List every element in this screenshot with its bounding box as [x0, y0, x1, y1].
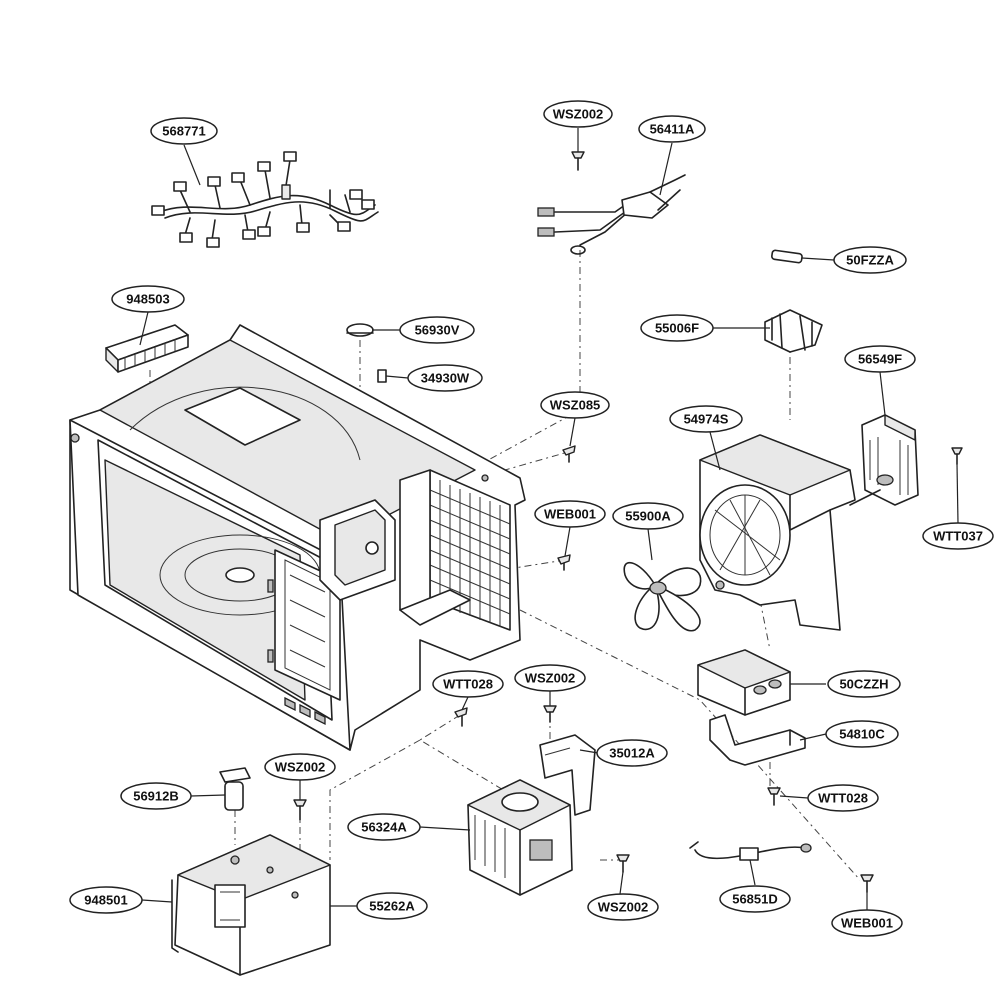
screw-wtt028-right [767, 787, 781, 806]
label-948503: 948503 [111, 285, 185, 313]
label-web001-bottom: WEB001 [831, 909, 903, 937]
screw-top [571, 151, 585, 171]
svg-text:35012A: 35012A [609, 746, 655, 761]
fuse [771, 249, 803, 264]
svg-text:56930V: 56930V [415, 323, 460, 338]
screw-wtt028-left [454, 707, 468, 727]
svg-text:55006F: 55006F [655, 321, 699, 336]
label-wsz085: WSZ085 [540, 391, 610, 419]
label-55262A: 55262A [356, 892, 428, 920]
fan-blade [623, 561, 702, 632]
label-56324A: 56324A [347, 813, 421, 841]
svg-text:WSZ002: WSZ002 [553, 107, 604, 122]
label-56930V: 56930V [399, 316, 475, 344]
svg-text:54810C: 54810C [839, 727, 885, 742]
svg-text:54974S: 54974S [684, 412, 729, 427]
fan-duct [699, 434, 856, 631]
screw-wsz002-left [293, 799, 307, 821]
leader-lines [139, 128, 959, 910]
svg-text:WTT028: WTT028 [443, 677, 493, 692]
transformer [171, 834, 331, 976]
cavity-chassis [69, 324, 526, 751]
label-50CZZH: 50CZZH [827, 670, 901, 698]
svg-text:50CZZH: 50CZZH [839, 677, 888, 692]
small-fuse-clip [377, 369, 387, 383]
label-wsz002-mid: WSZ002 [514, 664, 586, 692]
diode-bracket [849, 414, 919, 506]
svg-text:50FZZA: 50FZZA [846, 253, 894, 268]
label-wtt028-left: WTT028 [432, 670, 504, 698]
magnetron-bracket [539, 734, 596, 816]
svg-text:55900A: 55900A [625, 509, 671, 524]
wire-harness [151, 151, 379, 248]
label-56411A: 56411A [638, 115, 706, 143]
label-wsz002-top: WSZ002 [543, 100, 613, 128]
svg-text:WSZ002: WSZ002 [275, 760, 326, 775]
label-55900A: 55900A [612, 502, 684, 530]
label-50FZZA: 50FZZA [833, 246, 907, 274]
screw-wtt037 [951, 447, 963, 465]
svg-text:WTT028: WTT028 [818, 791, 868, 806]
screw-web001-mid [557, 554, 571, 571]
sensor-cable [537, 174, 686, 255]
label-568771: 568771 [150, 117, 218, 145]
interlock-switch [219, 767, 251, 811]
label-54974S: 54974S [669, 405, 743, 433]
screw-wsz002-mid [543, 705, 557, 723]
svg-text:WTT037: WTT037 [933, 529, 983, 544]
filter-block [105, 324, 189, 373]
label-56912B: 56912B [120, 782, 192, 810]
label-56851D: 56851D [719, 885, 791, 913]
svg-text:55262A: 55262A [369, 899, 415, 914]
screw-web001-bottom [860, 874, 874, 893]
magnetron [467, 779, 573, 896]
noise-filter-cable [689, 841, 812, 861]
label-948501: 948501 [69, 886, 143, 914]
label-wsz002-low: WSZ002 [587, 893, 659, 921]
svg-text:56549F: 56549F [858, 352, 902, 367]
svg-text:56912B: 56912B [133, 789, 179, 804]
screw-wsz002-low [616, 854, 630, 873]
screw-wsz085 [562, 445, 576, 463]
label-56549F: 56549F [844, 345, 916, 373]
svg-text:WSZ085: WSZ085 [550, 398, 601, 413]
capacitor [697, 649, 791, 716]
label-34930W: 34930W [407, 364, 483, 392]
svg-text:948503: 948503 [126, 292, 169, 307]
label-54810C: 54810C [825, 720, 899, 748]
label-55006F: 55006F [640, 314, 714, 342]
label-wtt028-right: WTT028 [807, 784, 879, 812]
svg-text:WSZ002: WSZ002 [525, 671, 576, 686]
fuse-holder [764, 309, 823, 353]
svg-text:948501: 948501 [84, 893, 127, 908]
label-web001-mid: WEB001 [534, 500, 606, 528]
svg-text:56411A: 56411A [650, 122, 695, 137]
label-35012A: 35012A [596, 739, 668, 767]
label-wtt037: WTT037 [922, 522, 994, 550]
thermostat [346, 323, 374, 337]
svg-text:34930W: 34930W [421, 371, 470, 386]
capacitor-bracket [709, 714, 806, 766]
svg-text:56851D: 56851D [732, 892, 778, 907]
svg-text:WEB001: WEB001 [544, 507, 596, 522]
svg-text:56324A: 56324A [361, 820, 407, 835]
svg-text:568771: 568771 [162, 124, 205, 139]
label-wsz002-left: WSZ002 [264, 753, 336, 781]
svg-text:WEB001: WEB001 [841, 916, 893, 931]
svg-text:WSZ002: WSZ002 [598, 900, 649, 915]
